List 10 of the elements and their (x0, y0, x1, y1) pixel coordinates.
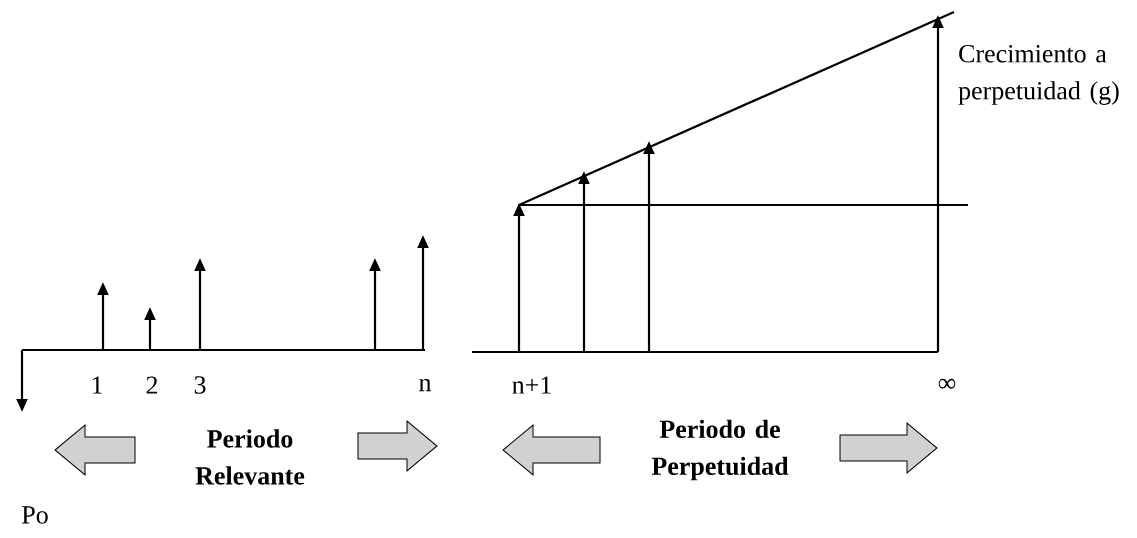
period-label: Periodo Relevante (195, 429, 305, 485)
tick-label: ∞ (938, 378, 956, 389)
axis-label: Po (22, 506, 48, 524)
period-label: Periodo de Perpetuidad (651, 419, 789, 481)
tick-label: 1 (92, 376, 102, 394)
tick-label: 2 (146, 376, 158, 394)
annotation-text: Crecimiento a perpetuidad (g) (958, 45, 1119, 105)
tick-label: 3 (194, 376, 206, 394)
tick-label: n+1 (512, 376, 551, 394)
tick-label: n (419, 378, 432, 392)
